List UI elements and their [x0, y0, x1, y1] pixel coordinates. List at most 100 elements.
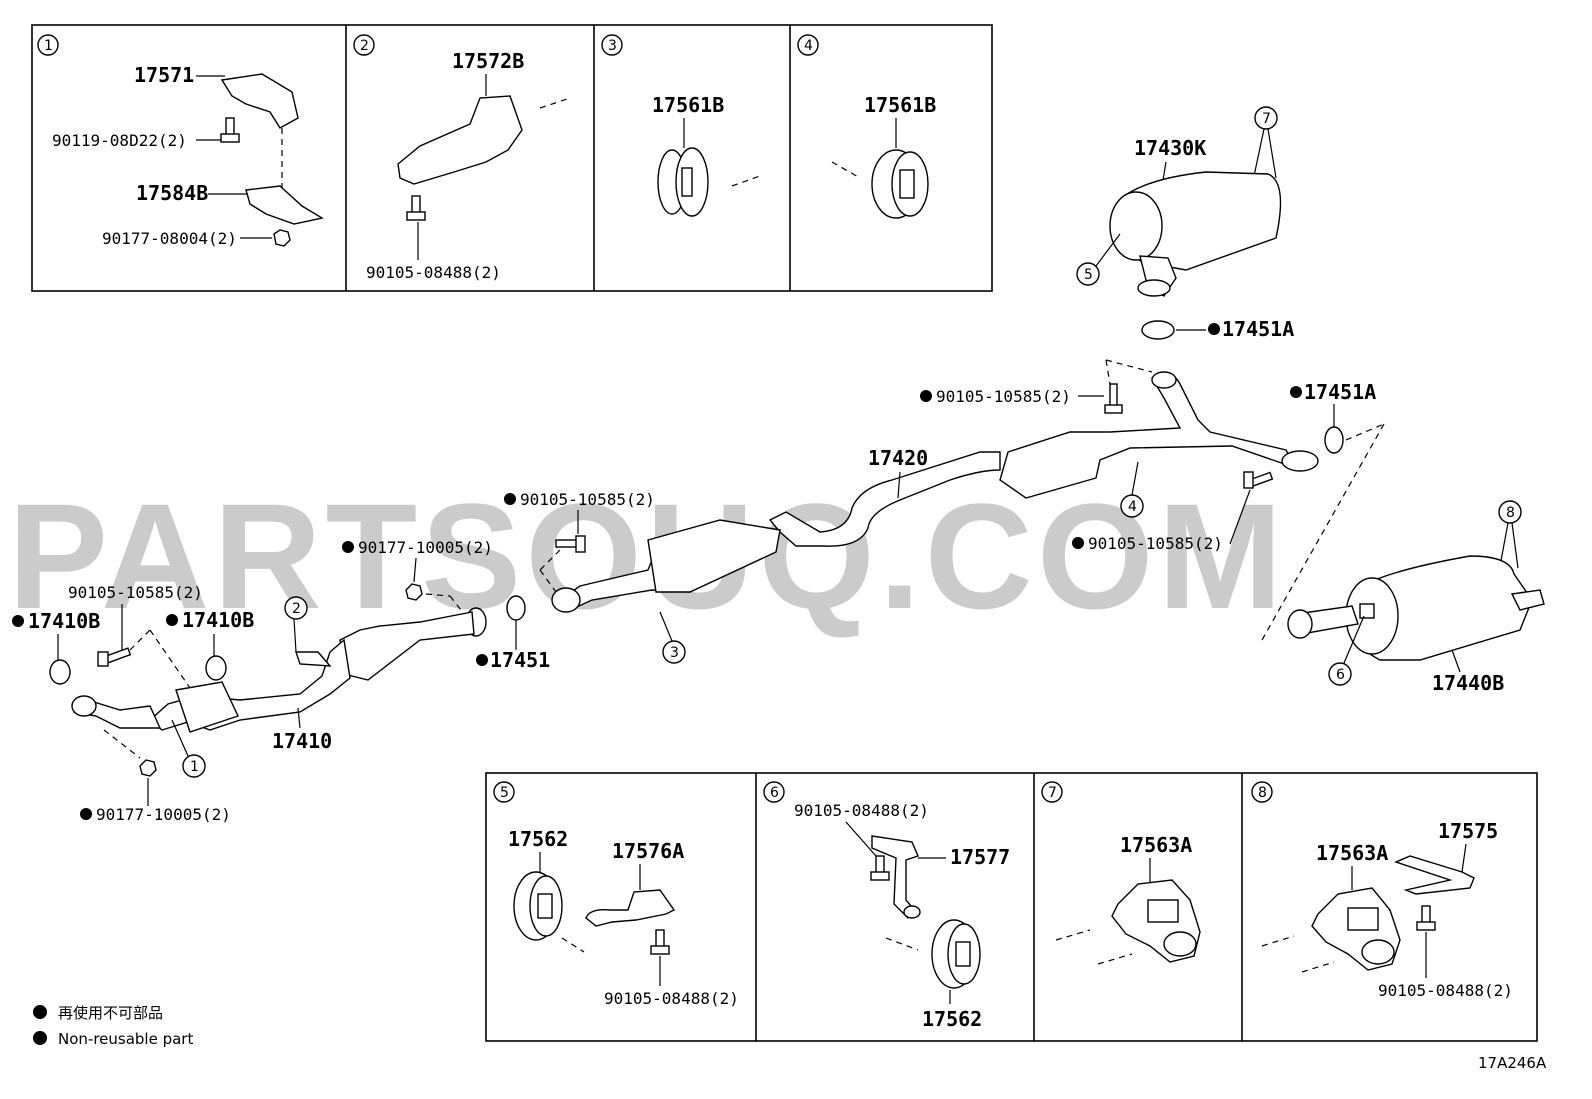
- panel-index: 5: [500, 785, 509, 801]
- rubber-hanger-part: [931, 919, 981, 989]
- non-reusable-dot-icon: [33, 1031, 47, 1045]
- panel-index: 2: [360, 38, 369, 54]
- part-label: 90177-10005(2): [358, 538, 493, 557]
- non-reusable-dot-icon: [1072, 537, 1084, 549]
- non-reusable-dot-icon: [1290, 386, 1302, 398]
- part-label: 90177-10005(2): [96, 805, 231, 824]
- rubber-hanger-part: [1311, 887, 1401, 971]
- bracket-part: [245, 185, 324, 225]
- part-label: 17420: [868, 446, 928, 470]
- bolt-icon: [870, 855, 890, 881]
- panel-7: 7 17563A: [1041, 781, 1201, 965]
- panel-index: 4: [804, 38, 813, 54]
- part-label: 90105-10585(2): [936, 387, 1071, 406]
- exhaust-bracket-part: [397, 95, 523, 185]
- callout-number: 7: [1262, 111, 1271, 127]
- panel-index: 8: [1258, 785, 1267, 801]
- part-label: 90177-08004(2): [102, 229, 237, 248]
- bolt-icon: [1243, 471, 1274, 489]
- main-assembly: 7 17430K 5 17451A 90105-10585(2): [12, 106, 1545, 824]
- part-label: 17563A: [1316, 841, 1388, 865]
- bolt-icon: [220, 117, 240, 143]
- callout-number: 8: [1506, 505, 1515, 521]
- non-reusable-dot-icon: [166, 614, 178, 626]
- rubber-hanger-part: [657, 147, 709, 217]
- part-label: 17451A: [1304, 380, 1376, 404]
- bolt-icon: [555, 535, 586, 553]
- callout-number: 4: [1128, 499, 1137, 515]
- part-label: 90105-10585(2): [520, 490, 655, 509]
- bolt-icon: [650, 929, 670, 955]
- rubber-hanger-part: [1111, 879, 1201, 963]
- part-label: 17584B: [136, 181, 208, 205]
- non-reusable-dot-icon: [342, 541, 354, 553]
- gasket-part: [1324, 426, 1344, 454]
- diagram-code: 17A246A: [1478, 1054, 1547, 1072]
- callout-number: 6: [1336, 667, 1345, 683]
- part-label: 90105-08488(2): [366, 263, 501, 282]
- rubber-hanger-part: [513, 871, 563, 941]
- heat-insulator-part: [220, 73, 299, 129]
- part-label: 90105-08488(2): [604, 989, 739, 1008]
- non-reusable-dot-icon: [504, 493, 516, 505]
- front-pipe-part: [71, 607, 487, 733]
- part-label: 17440B: [1432, 671, 1504, 695]
- panel-5: 5 17562 17576A 90105-08488(2): [493, 781, 739, 1008]
- gasket-part: [1141, 320, 1175, 340]
- part-label: 17561B: [652, 93, 724, 117]
- panel-6: 6 90105-08488(2) 17577 17562: [763, 781, 1010, 1031]
- panel-index: 3: [608, 38, 617, 54]
- part-label: 17576A: [612, 839, 684, 863]
- non-reusable-dot-icon: [476, 654, 488, 666]
- part-label: 90105-10585(2): [68, 583, 203, 602]
- muffler-part: [1287, 555, 1545, 661]
- part-label: 17563A: [1120, 833, 1192, 857]
- non-reusable-dot-icon: [33, 1005, 47, 1019]
- part-label: 90105-08488(2): [1378, 981, 1513, 1000]
- watermark-text: PARTSOUQ.COM: [8, 472, 1287, 640]
- legend-en: Non-reusable part: [58, 1030, 193, 1048]
- non-reusable-dot-icon: [80, 808, 92, 820]
- bolt-icon: [1416, 905, 1436, 931]
- part-label: 17410B: [182, 608, 254, 632]
- center-pipe-part: [551, 371, 1319, 613]
- callout-number: 5: [1084, 267, 1093, 283]
- non-reusable-dot-icon: [12, 615, 24, 627]
- part-label: 17410: [272, 729, 332, 753]
- part-label: 17562: [508, 827, 568, 851]
- panel-1: 1 17571 90119-08D22(2) 17584B 90177-0800…: [37, 34, 324, 248]
- bracket-part: [585, 889, 676, 927]
- panel-3: 3 17561B: [601, 34, 761, 217]
- bottom-panels: [485, 772, 1538, 1042]
- panel-index: 6: [770, 785, 779, 801]
- panel-4: 4 17561B: [797, 34, 936, 219]
- part-label: 17571: [134, 63, 194, 87]
- part-label: 17562: [922, 1007, 982, 1031]
- part-label: 90105-08488(2): [794, 801, 929, 820]
- panel-index: 1: [44, 38, 53, 54]
- callout-number: 3: [670, 645, 679, 661]
- gasket-part: [49, 659, 71, 685]
- part-label: 17451A: [1222, 317, 1294, 341]
- part-label: 90105-10585(2): [1088, 534, 1223, 553]
- nut-icon: [405, 583, 423, 601]
- nut-icon: [273, 229, 291, 247]
- panel-8: 8 17563A 17575 90105-08488(2): [1251, 781, 1513, 1000]
- panel-index: 7: [1048, 785, 1057, 801]
- part-label: 17575: [1438, 819, 1498, 843]
- legend-jp: 再使用不可部品: [58, 1004, 163, 1022]
- callout-number: 2: [292, 601, 301, 617]
- part-label: 17451: [490, 648, 550, 672]
- muffler-part: [1109, 171, 1282, 297]
- non-reusable-dot-icon: [1208, 323, 1220, 335]
- gasket-part: [205, 655, 227, 681]
- gasket-part: [506, 595, 526, 621]
- bolt-icon: [1104, 383, 1123, 414]
- part-label: 17577: [950, 845, 1010, 869]
- nut-icon: [139, 759, 157, 777]
- part-label: 17410B: [28, 609, 100, 633]
- part-label: 17430K: [1134, 136, 1206, 160]
- top-panels: [31, 24, 993, 292]
- part-label: 17561B: [864, 93, 936, 117]
